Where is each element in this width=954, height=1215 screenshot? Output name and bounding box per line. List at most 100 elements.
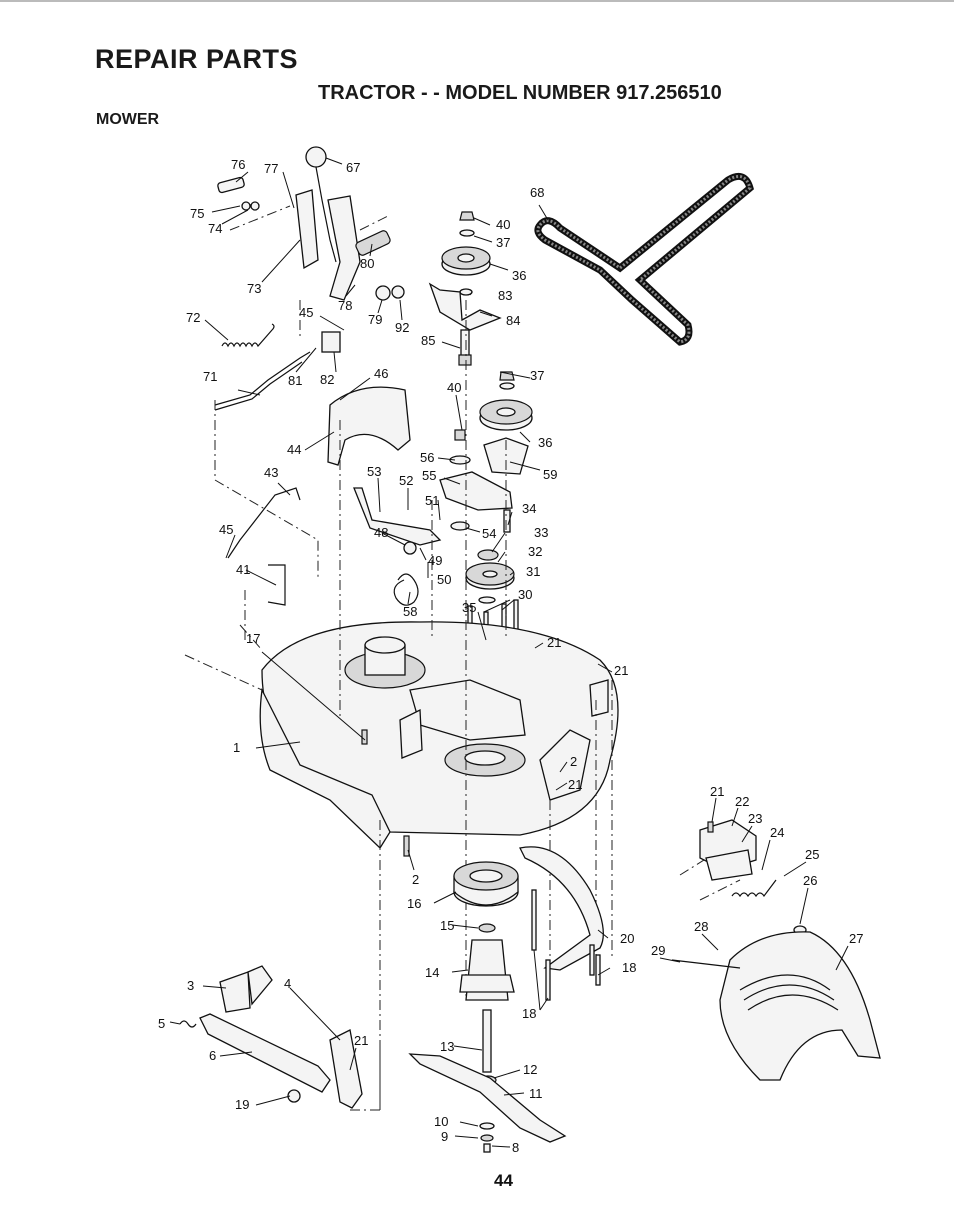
callout: 34 [522, 501, 536, 516]
callout: 52 [399, 473, 413, 488]
callout: 51 [425, 493, 439, 508]
callout: 83 [498, 288, 512, 303]
assembly-guide-lines [339, 300, 741, 1110]
spring-72 [221, 323, 275, 348]
callout: 8 [512, 1140, 519, 1155]
leader-lines [169, 157, 849, 1148]
callout: 13 [440, 1039, 454, 1054]
drive-belt-68 [534, 172, 754, 346]
callout: 16 [407, 896, 421, 911]
callout: 35 [462, 600, 476, 615]
callout: 68 [530, 185, 544, 200]
callout: 37 [530, 368, 544, 383]
callout: 21 [710, 784, 724, 799]
belt-guard-44 [327, 386, 411, 466]
callout: 1 [233, 740, 240, 755]
blade-11 [408, 1053, 567, 1153]
callout: 26 [803, 873, 817, 888]
top-rule [0, 0, 954, 2]
callout: 45 [219, 522, 233, 537]
callout: 45 [299, 305, 313, 320]
callout: 78 [338, 298, 352, 313]
right-pulley-stack [439, 371, 533, 533]
callout: 18 [622, 960, 636, 975]
idler-arm-53 [353, 487, 442, 606]
page-title: REPAIR PARTS [95, 44, 299, 74]
callout: 2 [412, 872, 419, 887]
callout: 43 [264, 465, 278, 480]
link-rod-71 [214, 351, 311, 411]
callout: 55 [422, 468, 436, 483]
callout: 9 [441, 1129, 448, 1144]
callout: 25 [805, 847, 819, 862]
callout: 49 [428, 553, 442, 568]
callout: 92 [395, 320, 409, 335]
callout: 29 [651, 943, 665, 958]
callout: 22 [735, 794, 749, 809]
callout: 14 [425, 965, 439, 980]
callout: 36 [512, 268, 526, 283]
callout: 4 [284, 976, 291, 991]
callout: 53 [367, 464, 381, 479]
callout: 75 [190, 206, 204, 221]
bracket-82 [321, 331, 341, 353]
callout: 19 [235, 1097, 249, 1112]
callout: 12 [523, 1062, 537, 1077]
callout: 59 [543, 467, 557, 482]
callout: 21 [547, 635, 561, 650]
callout: 20 [620, 931, 634, 946]
callout: 15 [440, 918, 454, 933]
callout: 28 [694, 919, 708, 934]
mower-deck-1 [184, 621, 619, 850]
callout: 44 [287, 442, 301, 457]
callout: 56 [420, 450, 434, 465]
deflector-assembly [671, 819, 881, 1081]
callout: 36 [538, 435, 552, 450]
callout: 54 [482, 526, 496, 541]
callout: 81 [288, 373, 302, 388]
callout: 21 [354, 1033, 368, 1048]
upper-pulley-stack [428, 211, 502, 366]
callout: 85 [421, 333, 435, 348]
callout: 80 [360, 256, 374, 271]
callout: 41 [236, 562, 250, 577]
callout: 21 [614, 663, 628, 678]
callout: 3 [187, 978, 194, 993]
callout: 10 [434, 1114, 448, 1129]
callout: 71 [203, 369, 217, 384]
callout: 50 [437, 572, 451, 587]
callout: 67 [346, 160, 360, 175]
callout: 40 [496, 217, 510, 232]
lift-links-43-41 [214, 400, 319, 640]
callout: 40 [447, 380, 461, 395]
belt-keeper-20 [519, 846, 604, 1001]
callout: 2 [570, 754, 577, 769]
callout: 46 [374, 366, 388, 381]
callout: 30 [518, 587, 532, 602]
spindle-stack [403, 835, 519, 1085]
callout: 82 [320, 372, 334, 387]
lift-lever-assembly [217, 146, 405, 340]
section-label: MOWER [96, 111, 160, 128]
page-number: 44 [494, 1171, 513, 1190]
callout: 76 [231, 157, 245, 172]
callout: 37 [496, 235, 510, 250]
callout: 17 [246, 631, 260, 646]
callout: 33 [534, 525, 548, 540]
callout: 74 [208, 221, 222, 236]
callout: 27 [849, 931, 863, 946]
callout: 5 [158, 1016, 165, 1031]
callout: 48 [374, 525, 388, 540]
front-hitch-assembly [179, 965, 381, 1111]
callout: 32 [528, 544, 542, 559]
callout-labels: 76 77 67 75 74 73 80 78 79 92 72 45 81 8… [158, 157, 863, 1155]
callout: 11 [529, 1086, 543, 1101]
callout: 77 [264, 161, 278, 176]
callout: 84 [506, 313, 520, 328]
callout: 24 [770, 825, 784, 840]
callout: 23 [748, 811, 762, 826]
model-subtitle: TRACTOR - - MODEL NUMBER 917.256510 [318, 82, 722, 104]
callout: 72 [186, 310, 200, 325]
callout: 73 [247, 281, 261, 296]
callout: 31 [526, 564, 540, 579]
